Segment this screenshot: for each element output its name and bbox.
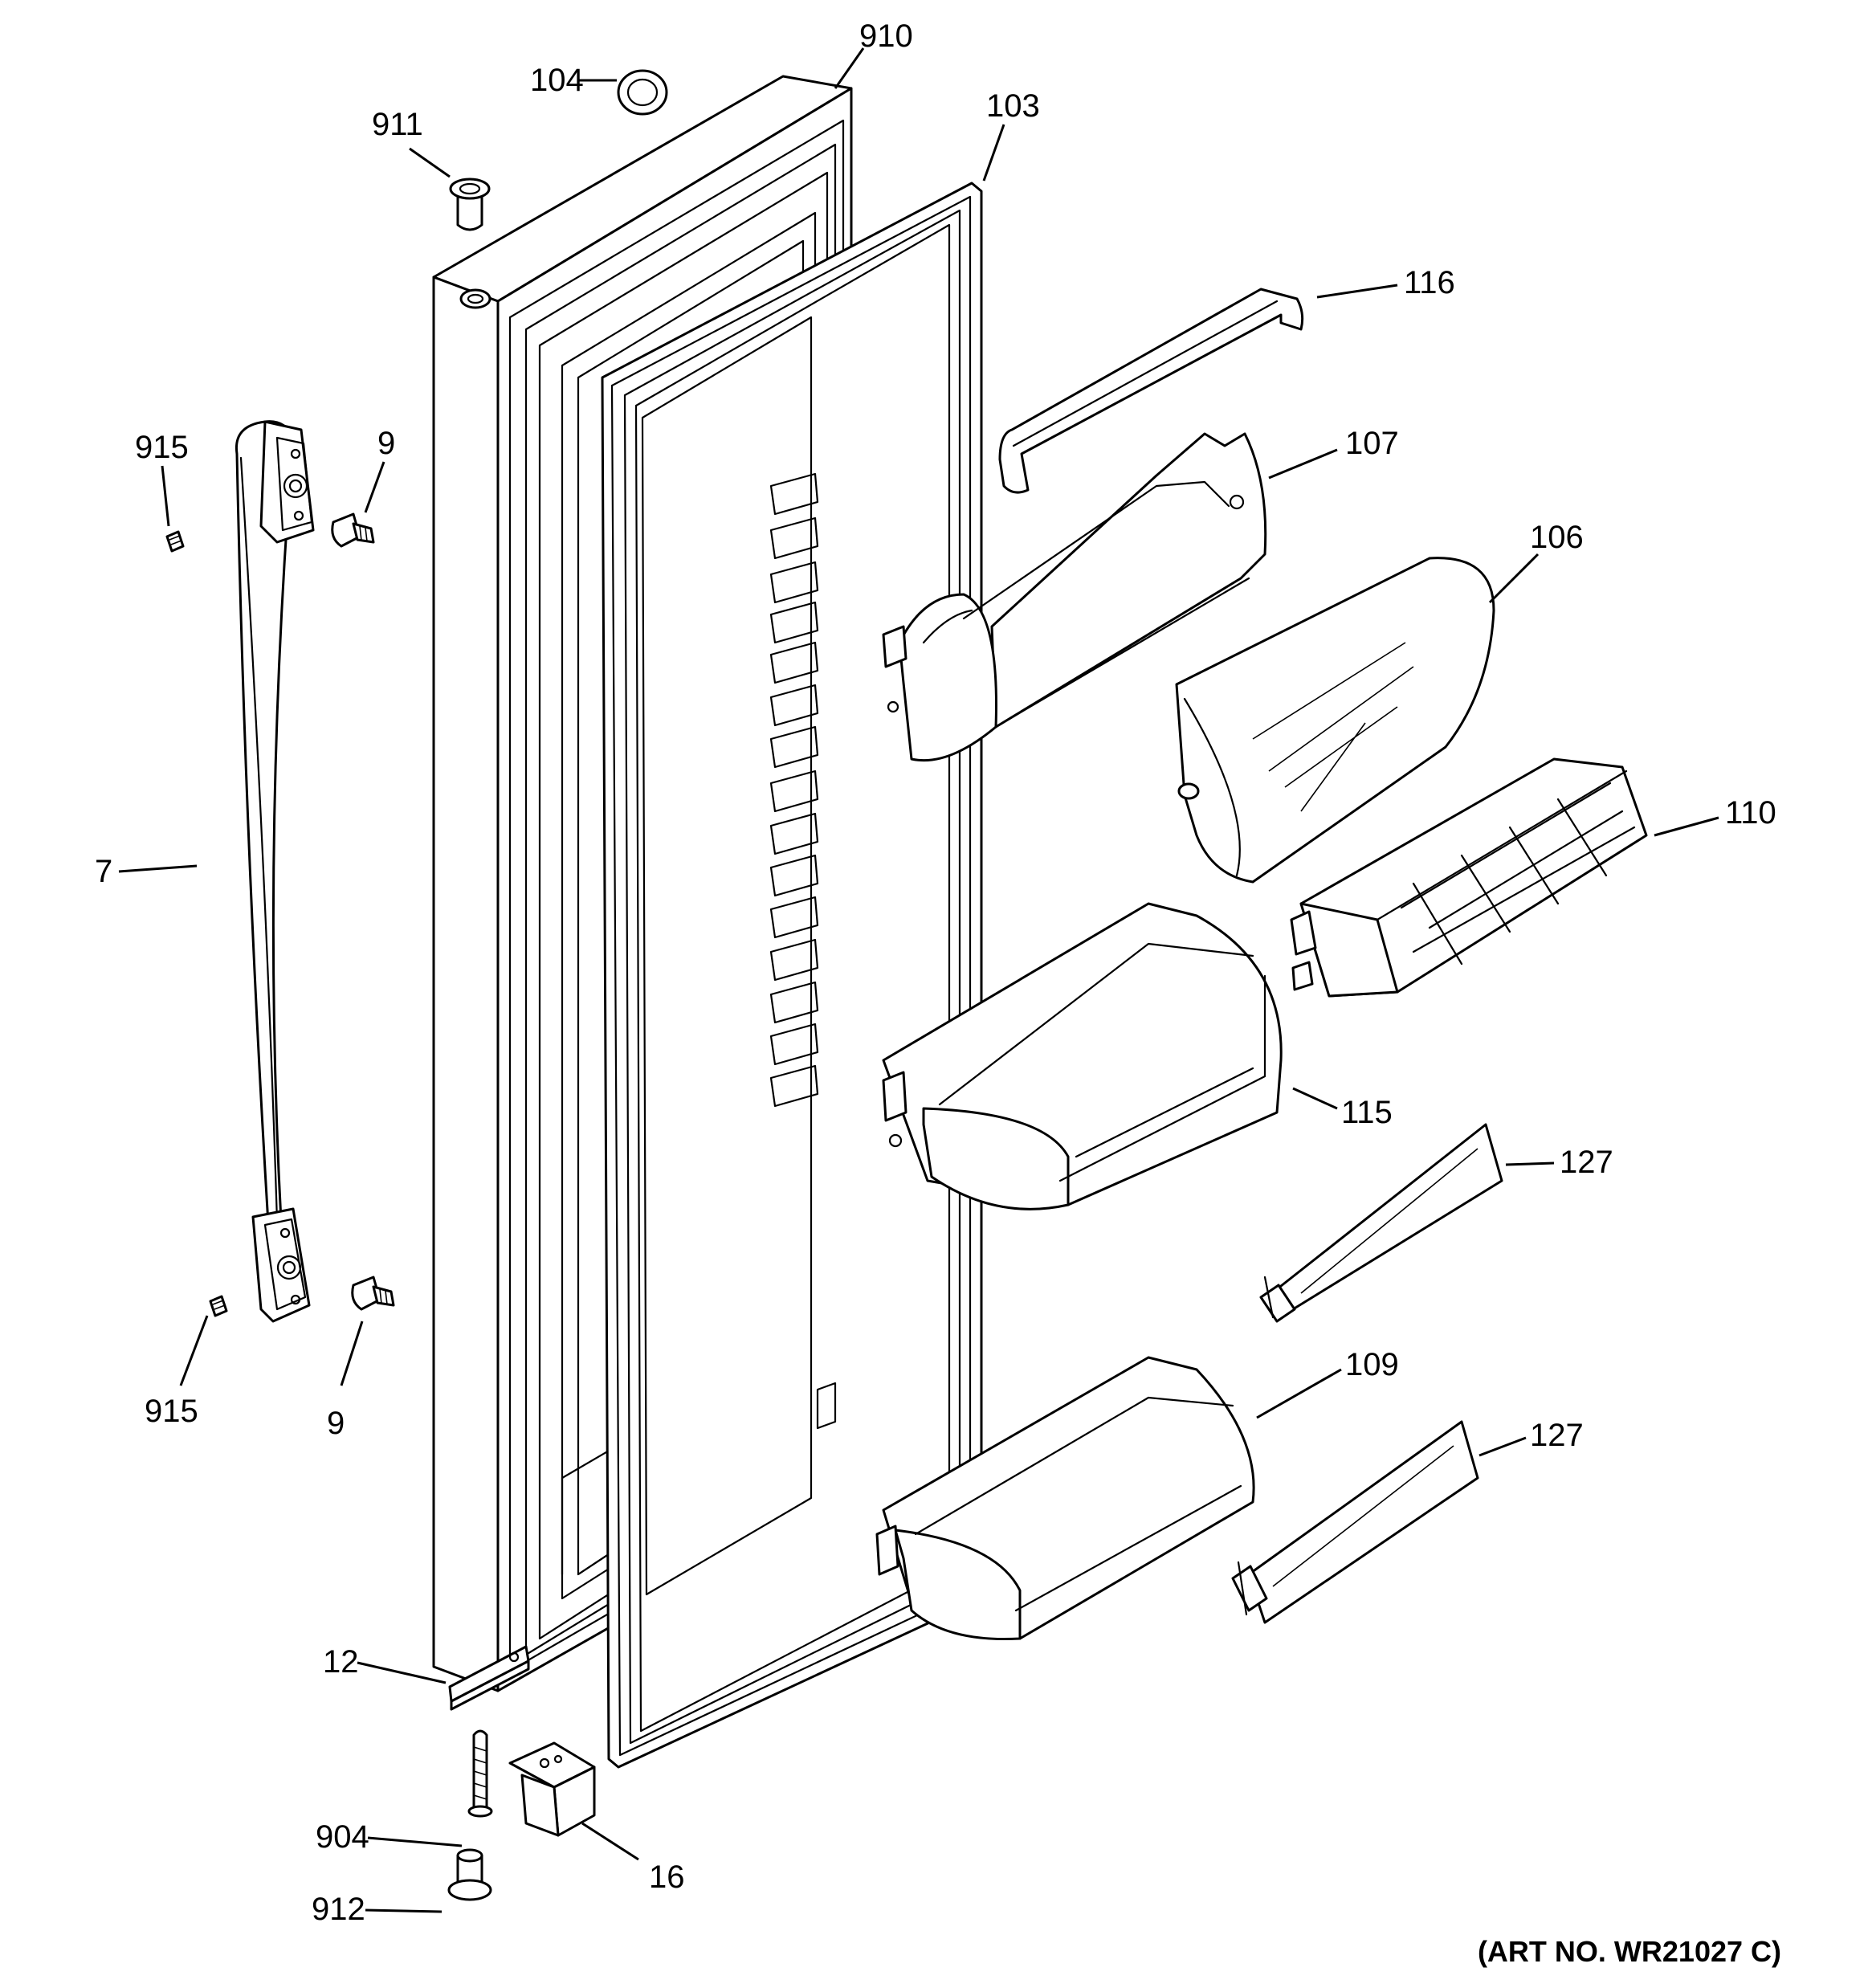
callout-915-top: 915 <box>135 430 189 465</box>
callout-110: 110 <box>1725 795 1776 831</box>
set-screw-915-top <box>165 530 185 553</box>
callout-127-top: 127 <box>1560 1145 1613 1180</box>
shelf-front-127-bottom <box>1231 1420 1479 1624</box>
set-screw-915-bottom <box>209 1295 228 1317</box>
screw-904 <box>467 1729 493 1818</box>
callout-9-top: 9 <box>377 426 395 461</box>
callout-904: 904 <box>316 1819 369 1855</box>
hinge-cover-16 <box>508 1741 596 1837</box>
hinge-bracket-12 <box>448 1645 530 1711</box>
callout-912: 912 <box>312 1892 365 1927</box>
art-number: (ART NO. WR21027 C) <box>1478 1935 1781 1968</box>
callout-115: 115 <box>1341 1095 1393 1130</box>
callout-16: 16 <box>649 1859 685 1895</box>
callout-107: 107 <box>1345 426 1399 461</box>
leader-lines <box>118 47 1719 1913</box>
callout-116: 116 <box>1404 265 1455 300</box>
door-bin-109 <box>875 1356 1255 1641</box>
callout-127-bottom: 127 <box>1530 1418 1584 1453</box>
callout-109: 109 <box>1345 1347 1399 1382</box>
liner-shelf-tabs <box>769 472 837 1430</box>
callout-labels: 910 104 911 103 116 107 106 110 915 9 7 … <box>95 18 1781 1968</box>
callout-106: 106 <box>1530 520 1584 555</box>
mounting-stud-9-bottom <box>351 1276 395 1311</box>
callout-7: 7 <box>95 854 112 889</box>
bushing-912 <box>447 1848 492 1901</box>
door-bin-115 <box>882 902 1283 1210</box>
egg-tray-110 <box>1290 757 1648 998</box>
bin-rail-116 <box>998 288 1304 494</box>
callout-9-bottom: 9 <box>327 1406 345 1441</box>
callout-911: 911 <box>372 107 423 142</box>
callout-12: 12 <box>323 1644 359 1680</box>
hinge-bushing-911 <box>449 178 491 231</box>
callout-915-bottom: 915 <box>145 1394 198 1429</box>
shelf-front-127-top <box>1259 1123 1503 1323</box>
callout-104: 104 <box>530 63 584 98</box>
plug-ring-104 <box>617 69 668 116</box>
door-handle-7 <box>235 420 315 1323</box>
mounting-stud-9-top <box>331 512 375 548</box>
bin-cover-106 <box>1175 557 1495 884</box>
door-bin-107 <box>882 432 1267 762</box>
callout-103: 103 <box>986 88 1040 124</box>
callout-910: 910 <box>859 18 913 54</box>
